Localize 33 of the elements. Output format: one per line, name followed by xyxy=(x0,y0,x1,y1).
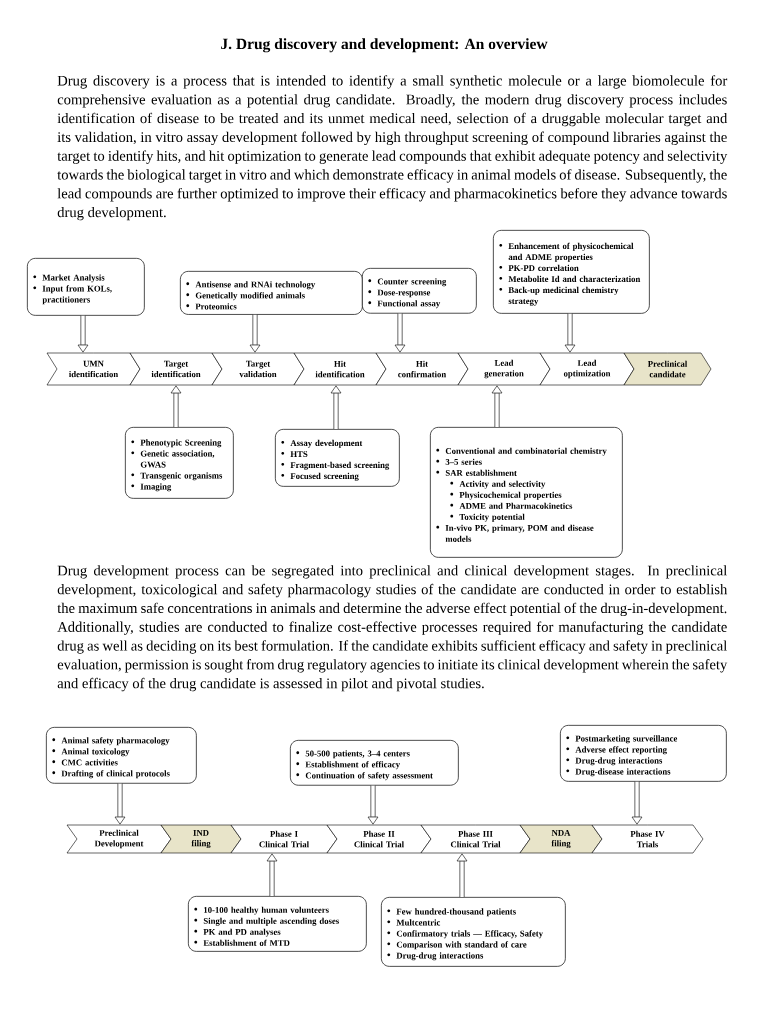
process-step: Preclinical Development xyxy=(66,824,172,854)
bullet-box: Animal safety pharmacology Animal toxicology CMC activities Drafting of clinical protocols xyxy=(46,727,197,784)
hollow-arrow xyxy=(456,853,468,897)
hollow-arrow xyxy=(631,781,643,825)
hollow-arrow xyxy=(491,385,503,427)
bullet-box: 50-500 patients, 3–4 centers Establishment of efficacy Continuation of safety assessment xyxy=(290,740,459,786)
hollow-arrow xyxy=(249,314,261,353)
bullet-box: Phenotypic Screening Genetic association, GWAS Transgenic organisms Imaging xyxy=(125,427,234,499)
hollow-arrow xyxy=(114,783,126,825)
hollow-arrow xyxy=(266,853,278,896)
bullet-box: 10-100 healthy human volunteers Single and multiple ascending doses PK and PD analyses Establishment of MTD xyxy=(188,896,367,952)
hollow-arrow xyxy=(170,385,182,427)
hollow-arrow xyxy=(394,313,406,353)
paragraph: Drug discovery is a process that is intended to identify a small synthetic molecule or a large biomolecule for comprehensive evaluation as a potential drug candidate. Broadly, the modern drug discovery process includes identification of disease to be treated and its unmet medical need, selection of a druggable molecular target and its validation, in vitro assay development followed by high throughput screening of compound libraries against the target to identify hits, and hit optimization to generate lead compounds that exhibit adequate potency and selectivity towards the biological target in vitro and which demonstrate efficacy in animal models of disease. Subsequently, the lead compounds are further optimized to improve their efficacy and pharmacokinetics before they advance towards drug development. xyxy=(57,75,728,221)
bullet-box: Postmarketing surveillance Adverse effect reporting Drug-drug interactions Drug-disease interactions xyxy=(560,725,727,782)
process-step: Preclinical candidate xyxy=(623,352,712,386)
title: J. Drug discovery and development: An overview xyxy=(221,38,548,53)
process-step: Phase II Clinical Trial xyxy=(326,824,432,854)
process-step: UMN identification xyxy=(46,352,141,386)
process-step: Phase IV Trials xyxy=(591,824,704,854)
hollow-arrow xyxy=(330,385,342,429)
bullet-box: Counter screening Dose-response Functional assay xyxy=(362,268,477,314)
bullet-box: Conventional and combinatorial chemistry 3–5 series SAR establishment Activity and selectivity Physicochemical properties ADME and Pharmacokinetics Toxicity potential In-vivo PK, primary, POM and disease models xyxy=(430,427,623,558)
hollow-arrow xyxy=(367,785,379,825)
bullet-box: Enhancement of physicochemical and ADME properties PK-PD correlation Metabolite Id and characterization Back-up medicinal chemistry strategy xyxy=(493,230,650,314)
process-step: Phase I Clinical Trial xyxy=(230,824,338,854)
bullet-box: Few hundred-thousand patients Multcentric Confirmatory trials — Efficacy, Safety Comparison with standard of care Drug-drug interactions xyxy=(381,897,566,967)
bullet-box: Antisense and RNAi technology Genetically modified animals Proteomics xyxy=(180,271,363,315)
hollow-arrow xyxy=(77,315,89,353)
bullet-box: Assay development HTS Fragment-based screening Focused screening xyxy=(275,429,400,487)
bullet-box: Market Analysis Input from KOLs, practitioners xyxy=(27,258,145,316)
hollow-arrow xyxy=(564,313,576,353)
paragraph: Drug development process can be segregated into preclinical and clinical development stages. In preclinical development, toxicological and safety pharmacology studies of the candidate are conducted in order to establish the maximum safe concentrations in animals and determine the adverse effect potential of the drug-in-development. Additionally, studies are conducted to finalize cost-effective processes required for manufacturing the candidate drug as well as deciding on its best formulation. If the candidate exhibits sufficient efficacy and safety in preclinical evaluation, permission is sought from drug regulatory agencies to initiate its clinical development wherein the safety and efficacy of the drug candidate is assessed in pilot and pivotal studies. xyxy=(57,565,728,692)
